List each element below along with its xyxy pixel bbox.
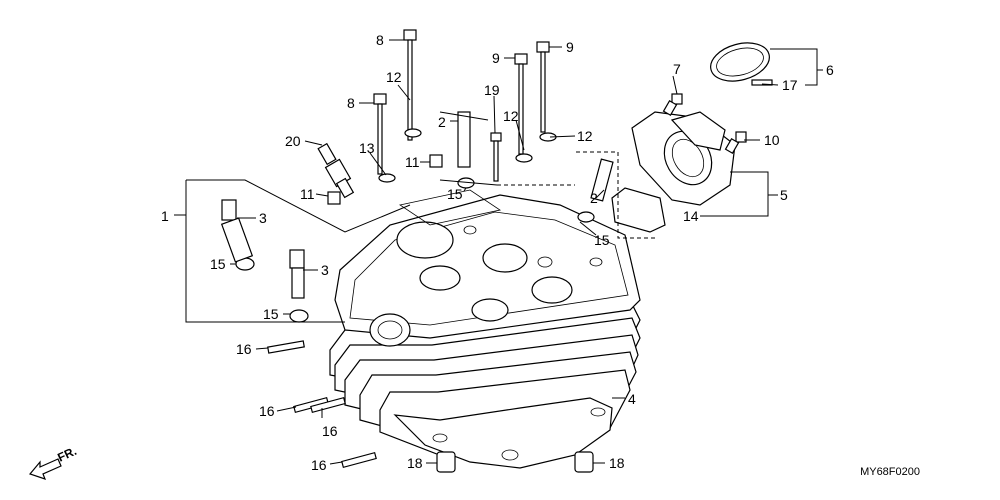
guide-icon — [220, 199, 305, 299]
callout-10: 10 — [764, 132, 780, 148]
bolt-icon — [490, 132, 502, 182]
callout-2: 2 — [438, 114, 446, 130]
callout-11: 11 — [300, 186, 315, 202]
clamp-icon — [662, 42, 773, 155]
callout-8: 8 — [347, 95, 355, 111]
callout-18: 18 — [407, 455, 423, 471]
dowel-pin-icon — [457, 111, 614, 202]
callout-5: 5 — [780, 187, 788, 203]
insulator-icon — [611, 111, 736, 233]
callout-16: 16 — [236, 341, 252, 357]
washer-icon — [378, 128, 557, 183]
callout-16: 16 — [259, 403, 275, 419]
callout-6: 6 — [826, 62, 834, 78]
callout-14: 14 — [683, 208, 699, 224]
callout-12: 12 — [386, 69, 402, 85]
stud-icon — [267, 340, 377, 469]
callout-16: 16 — [322, 423, 338, 439]
o-ring-icon — [235, 177, 595, 323]
callout-15: 15 — [210, 256, 226, 272]
direction-label: FR. — [55, 444, 78, 465]
callout-15: 15 — [447, 186, 463, 202]
callout-labels: 1 2 2 3 3 4 5 6 7 8 8 9 9 10 11 11 12 12… — [161, 32, 834, 473]
callout-12: 12 — [503, 108, 519, 124]
callout-11: 11 — [405, 154, 420, 170]
callout-8: 8 — [376, 32, 384, 48]
fr-arrow-icon: FR. — [28, 444, 79, 480]
nut-icon — [327, 154, 443, 205]
callout-9: 9 — [492, 50, 500, 66]
drawing-code: MY68F0200 — [860, 466, 920, 478]
callout-4: 4 — [628, 391, 636, 407]
dowel-icon — [436, 451, 594, 473]
callout-15: 15 — [263, 306, 279, 322]
stud-bolt-icon — [373, 29, 417, 175]
callout-19: 19 — [484, 82, 500, 98]
callout-1: 1 — [161, 208, 169, 224]
callout-2: 2 — [590, 190, 598, 206]
callout-20: 20 — [285, 133, 301, 149]
callout-12: 12 — [577, 128, 593, 144]
callout-9: 9 — [566, 39, 574, 55]
spark-plug-icon — [317, 142, 355, 199]
callout-15: 15 — [594, 232, 610, 248]
callout-7: 7 — [673, 61, 681, 77]
cylinder-head-icon — [329, 189, 641, 469]
leader-lines — [174, 39, 823, 465]
callout-17: 17 — [782, 77, 798, 93]
callout-3: 3 — [321, 262, 329, 278]
callout-16: 16 — [311, 457, 327, 473]
callout-3: 3 — [259, 210, 267, 226]
callout-18: 18 — [609, 455, 625, 471]
callout-13: 13 — [359, 140, 375, 156]
